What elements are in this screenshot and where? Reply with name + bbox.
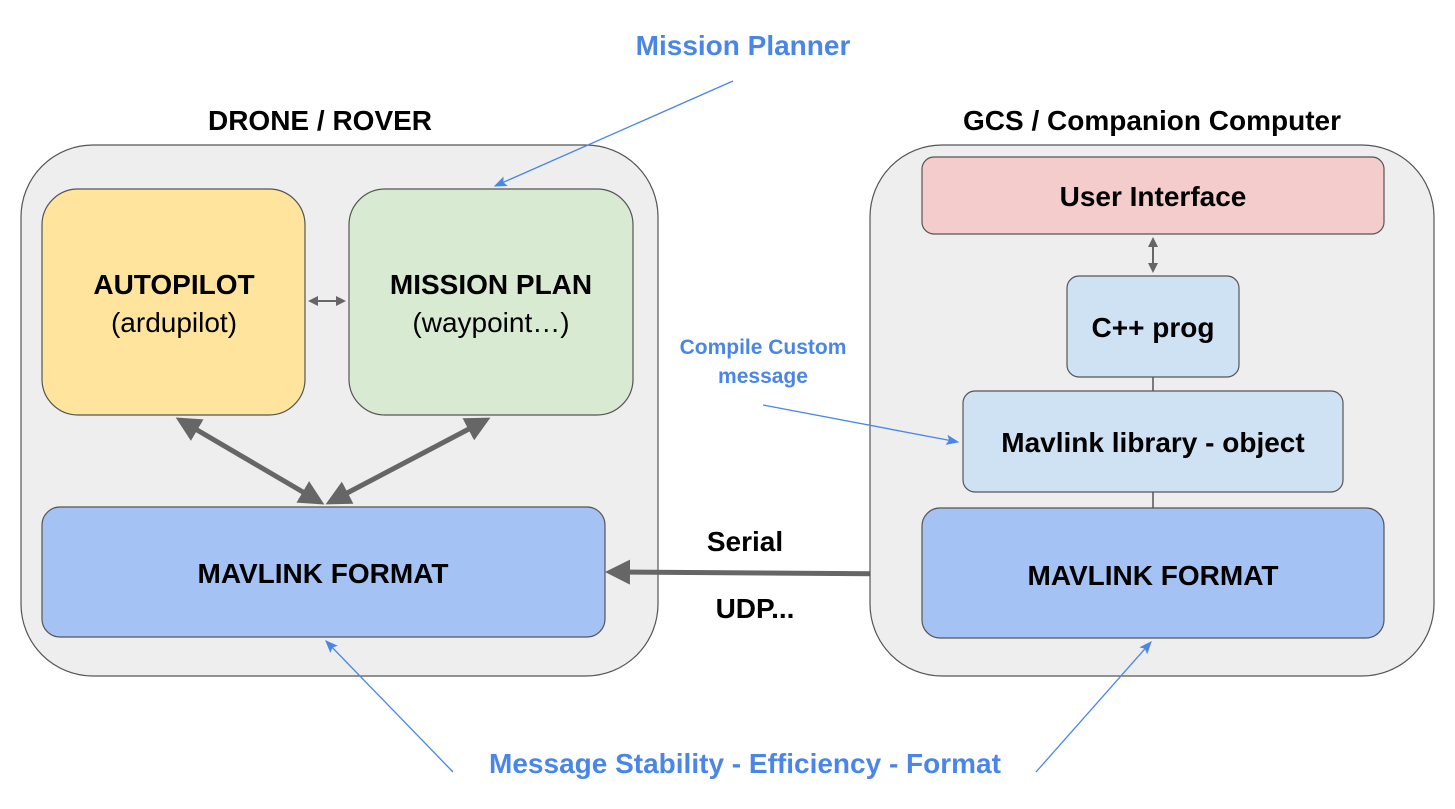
gcs-title: GCS / Companion Computer [963, 105, 1341, 136]
drone-mavlink-box [41, 506, 606, 638]
autopilot-box [41, 188, 306, 416]
drone-mavlink-label: MAVLINK FORMAT [198, 558, 449, 589]
autopilot-subtitle: (ardupilot) [111, 307, 237, 338]
user-interface-box [921, 156, 1385, 235]
compile-custom-pointer [762, 404, 960, 445]
link-udp-label: UDP... [716, 593, 795, 624]
mission-planner-pointer [493, 80, 734, 187]
autopilot-title: AUTOPILOT [93, 269, 254, 300]
compile-custom-annotation-line1: Compile Custom [680, 336, 847, 359]
autopilot-mavlink-arrow [175, 417, 325, 505]
mission-plan-subtitle: (waypoint…) [412, 307, 569, 338]
mission-mavlink-arrow [325, 417, 491, 505]
mavlink-library-label: Mavlink library - object [1001, 427, 1304, 458]
drone-title: DRONE / ROVER [208, 105, 432, 136]
mission-plan-box [348, 188, 634, 416]
link-serial-label: Serial [707, 526, 783, 557]
serial-udp-link-arrow [605, 559, 921, 587]
message-stability-right-pointer [1035, 641, 1152, 773]
compile-custom-annotation-line2: message [718, 365, 808, 388]
gcs-mavlink-label: MAVLINK FORMAT [1028, 560, 1279, 591]
message-stability-left-pointer [325, 640, 454, 773]
message-stability-annotation: Message Stability - Efficiency - Format [489, 748, 1001, 779]
mission-plan-title: MISSION PLAN [390, 269, 592, 300]
mission-planner-annotation: Mission Planner [636, 30, 851, 61]
user-interface-label: User Interface [1060, 181, 1247, 212]
gcs-mavlink-box [921, 507, 1385, 639]
cpp-prog-label: C++ prog [1092, 312, 1215, 343]
